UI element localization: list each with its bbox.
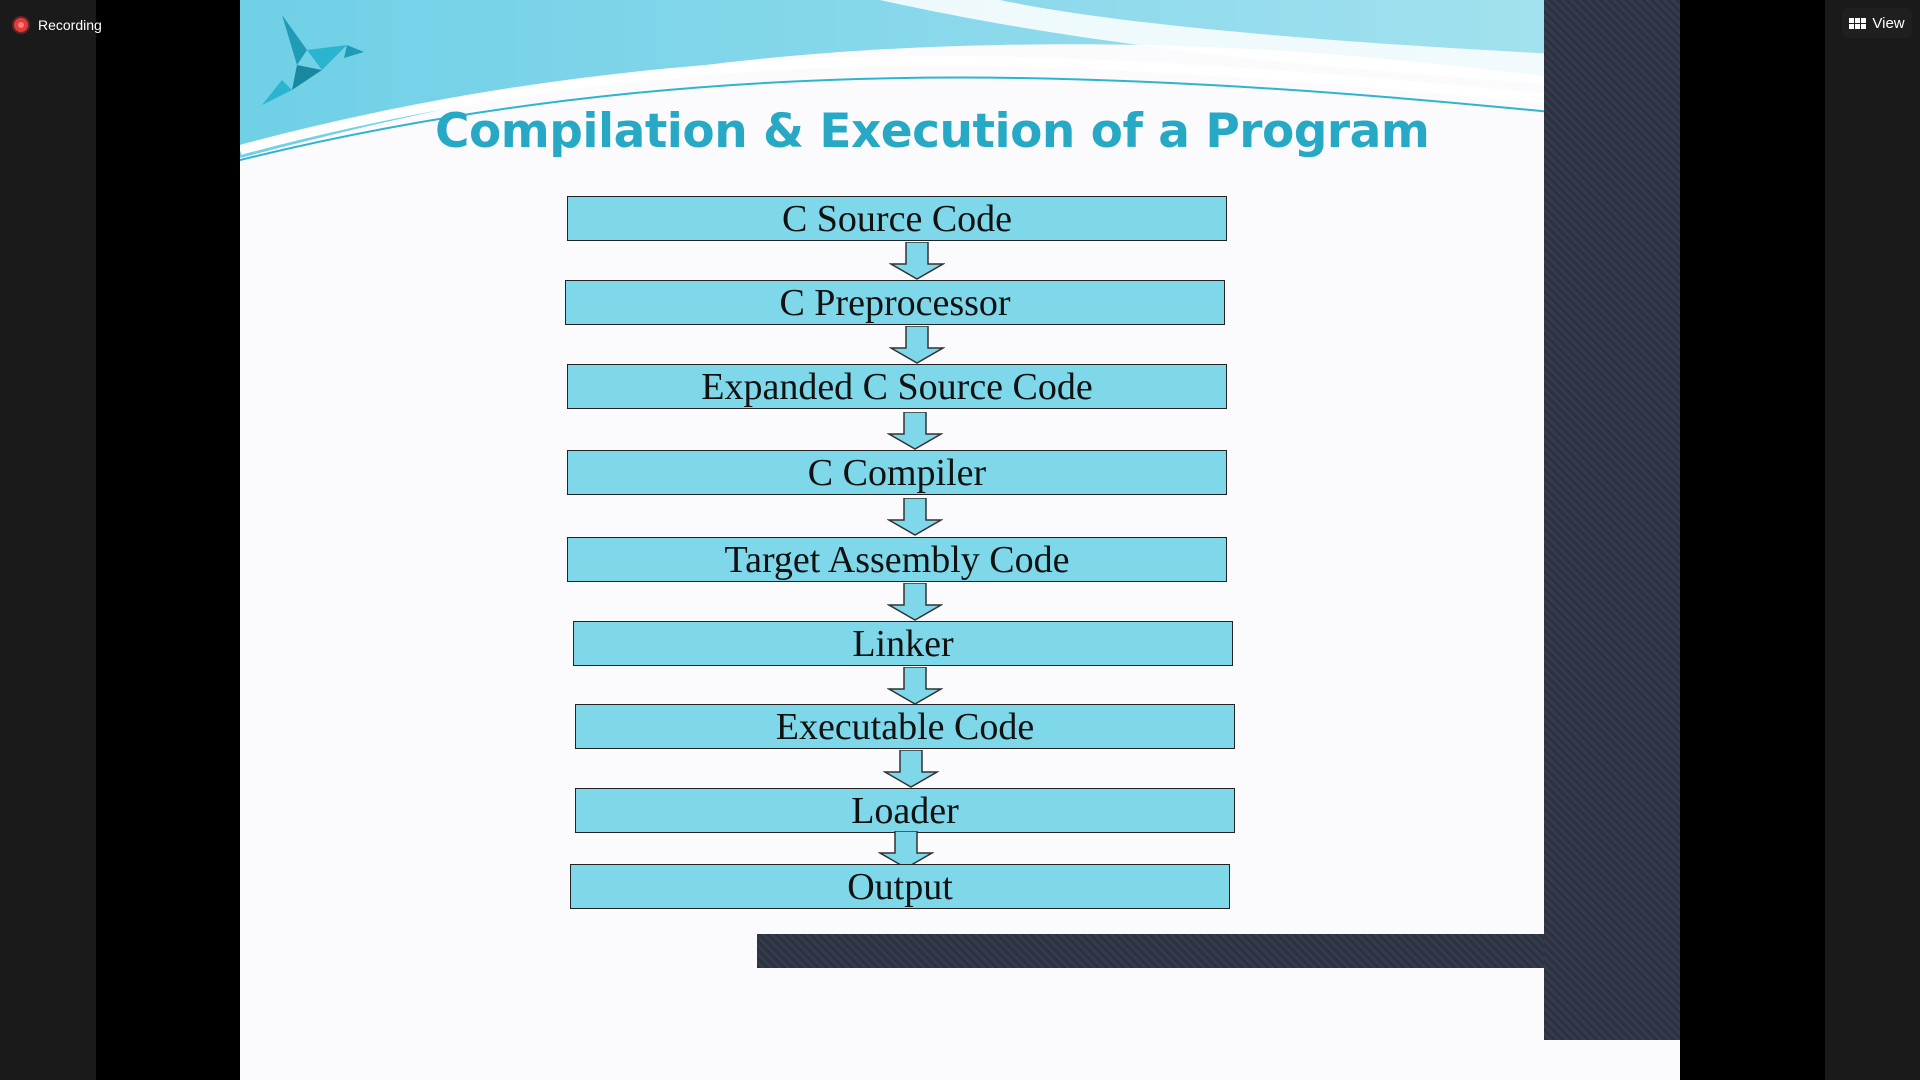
recording-icon (14, 18, 28, 32)
recording-indicator[interactable]: Recording (14, 14, 102, 36)
compilation-flowchart: C Source Code C Preprocessor Expanded C … (240, 0, 1680, 1080)
flow-step-loader: Loader (575, 788, 1235, 833)
occluding-window (1544, 0, 1680, 1040)
view-label: View (1872, 14, 1905, 32)
down-arrow-icon (887, 498, 943, 536)
flow-step-source-code: C Source Code (567, 196, 1227, 241)
meeting-left-bar (0, 0, 96, 1080)
down-arrow-icon (887, 412, 943, 450)
bird-logo-icon (262, 15, 364, 105)
slide-title: Compilation & Execution of a Program (435, 104, 1430, 159)
flow-step-linker: Linker (573, 621, 1233, 666)
down-arrow-icon (889, 242, 945, 280)
letterbox-right (1680, 0, 1825, 1080)
grid-view-icon (1849, 17, 1867, 29)
shared-slide: Compilation & Execution of a Program C S… (240, 0, 1680, 1080)
letterbox-left (96, 0, 240, 1080)
down-arrow-icon (889, 326, 945, 364)
down-arrow-icon (883, 750, 939, 788)
down-arrow-icon (887, 583, 943, 621)
flow-step-expanded-source: Expanded C Source Code (567, 364, 1227, 409)
flow-step-output: Output (570, 864, 1230, 909)
flow-step-assembly-code: Target Assembly Code (567, 537, 1227, 582)
recording-label: Recording (38, 17, 102, 33)
down-arrow-icon (887, 667, 943, 705)
down-arrow-icon (878, 831, 934, 869)
flow-step-compiler: C Compiler (567, 450, 1227, 495)
view-button[interactable]: View (1842, 8, 1912, 38)
flow-step-preprocessor: C Preprocessor (565, 280, 1225, 325)
flow-step-executable-code: Executable Code (575, 704, 1235, 749)
meeting-right-bar (1825, 0, 1920, 1080)
slide-header-wave (240, 0, 1680, 161)
occluding-window-strip (757, 934, 1544, 968)
